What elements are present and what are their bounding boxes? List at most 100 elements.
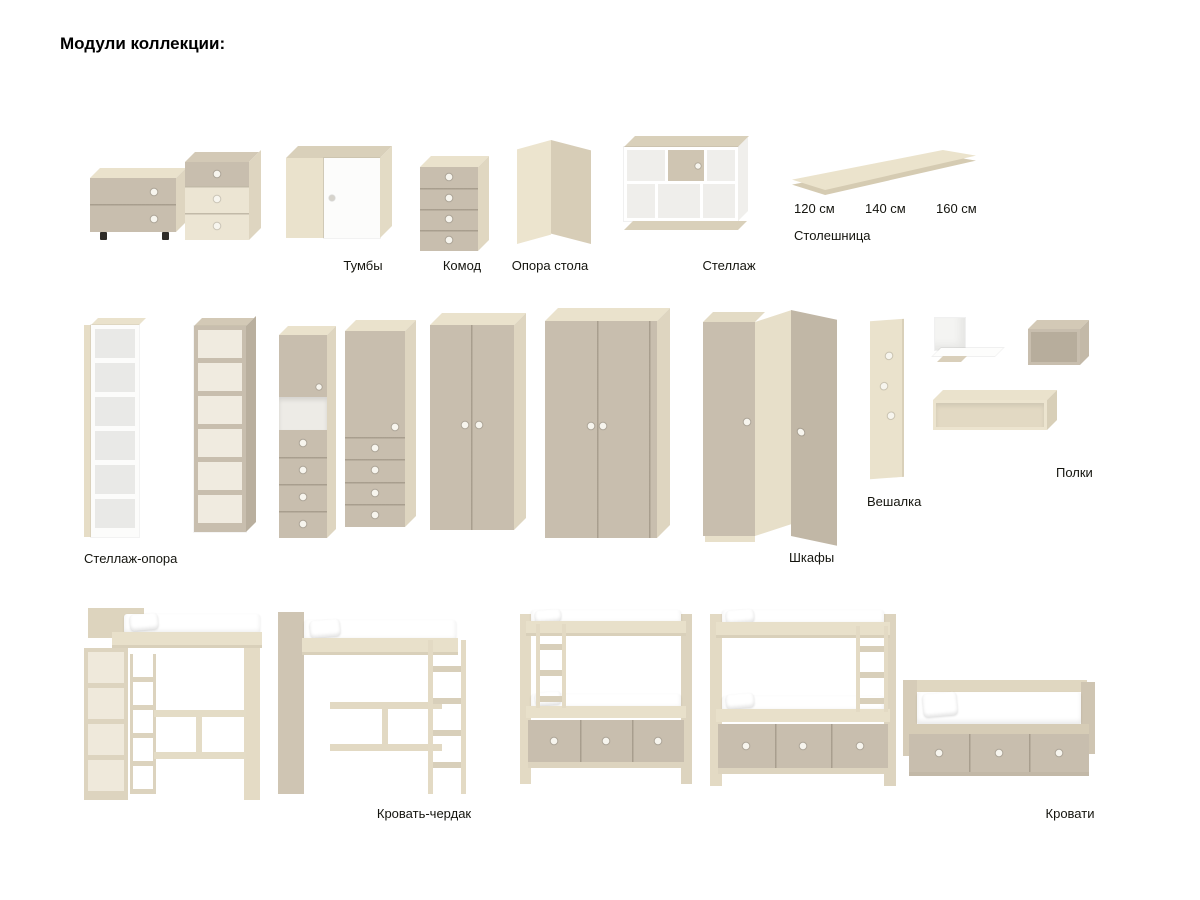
- open-box: [1028, 329, 1080, 365]
- pillow: [309, 618, 341, 639]
- compartment: [627, 184, 655, 218]
- upper-rail: [526, 621, 686, 636]
- loft-bed-with-ladder: [272, 610, 470, 796]
- label-shkafy: Шкафы: [789, 550, 835, 565]
- base-strip: [528, 762, 684, 768]
- label-stoleshnitsa: Столешница: [794, 228, 871, 243]
- compartment: [658, 184, 700, 218]
- base-strip: [705, 536, 755, 542]
- compartment-door: [668, 150, 704, 181]
- door-front: [279, 335, 327, 397]
- side-face: [1080, 320, 1089, 365]
- right-panel: [551, 140, 591, 244]
- tall-shelf-beige: [194, 316, 260, 536]
- underbed-drawers: [528, 720, 684, 762]
- tabletop-surface: [792, 150, 976, 190]
- ladder: [130, 654, 156, 794]
- wall-shelf-unit: [616, 128, 758, 240]
- page-title: Модули коллекции:: [60, 34, 226, 53]
- compartment: [703, 184, 735, 218]
- label-polki: Полки: [1056, 465, 1093, 480]
- bottom-face: [624, 221, 747, 230]
- bracket: [937, 356, 967, 362]
- caster-foot: [100, 232, 107, 240]
- label-stellazh-opora: Стеллаж-опора: [84, 551, 178, 566]
- shelf-board: [330, 744, 442, 751]
- shelf-tower: [84, 648, 128, 800]
- side-face: [246, 316, 256, 532]
- side-panel: [84, 325, 91, 537]
- label-veshalka: Вешалка: [867, 494, 922, 509]
- side-panel: [286, 158, 324, 238]
- pillow: [129, 612, 159, 632]
- single-bed-with-drawers: [903, 680, 1099, 794]
- drawer-front: [279, 430, 327, 538]
- nightstand-tall: [185, 142, 277, 242]
- side-face: [657, 308, 670, 538]
- top-face: [624, 136, 749, 147]
- angled-door-front: [791, 310, 837, 546]
- shelf-compartments: [194, 326, 246, 532]
- tabletop-size-120: 120 см: [794, 201, 835, 216]
- label-krovat-cherdak: Кровать-чердак: [376, 806, 472, 821]
- compartment: [707, 150, 735, 181]
- bunk-bed-ladder-right: [708, 608, 898, 792]
- headboard-panel: [278, 612, 304, 794]
- panel-with-knobs: [870, 318, 904, 480]
- tabletop-size-140: 140 см: [865, 201, 906, 216]
- shelf-slab: [933, 348, 1003, 356]
- side-face: [327, 326, 336, 538]
- hanger-panel: [866, 318, 914, 488]
- underbed-drawers: [718, 724, 888, 768]
- side-face: [478, 156, 489, 251]
- label-stellazh: Стеллаж: [702, 258, 756, 273]
- ladder: [428, 640, 466, 794]
- corner-panel: [755, 310, 791, 536]
- bed-frame: [909, 724, 1089, 734]
- top-face: [933, 390, 1057, 400]
- label-krovati: Кровати: [1045, 806, 1095, 821]
- side-face: [405, 320, 416, 527]
- shelf-compartments: [91, 325, 139, 537]
- top-face: [194, 318, 254, 326]
- shelf-board: [330, 702, 442, 709]
- drawer-front: [420, 167, 478, 251]
- shelf-body: [624, 147, 738, 221]
- shelf-divider: [196, 717, 202, 752]
- door-front: [324, 158, 380, 238]
- label-opora-stola: Опора стола: [511, 258, 589, 273]
- side-face: [380, 146, 392, 238]
- top-face: [286, 146, 392, 158]
- base-strip: [909, 772, 1089, 776]
- upper-rail: [716, 622, 890, 638]
- pillow: [922, 691, 958, 718]
- leg-panel: [244, 648, 260, 800]
- side-face: [249, 150, 261, 240]
- wardrobe-three-door: [545, 308, 679, 540]
- bed-post: [681, 614, 692, 784]
- top-face: [545, 308, 670, 321]
- corner-wardrobe: [703, 310, 845, 548]
- door-front: [703, 322, 755, 536]
- drawer-front: [90, 178, 176, 232]
- shelf-board: [154, 710, 246, 717]
- top-face: [430, 313, 526, 325]
- shelf-divider: [382, 709, 388, 744]
- nightstand-small: [88, 160, 192, 246]
- long-wall-shelf: [933, 386, 1073, 436]
- bed-rail: [112, 632, 262, 648]
- compartment: [627, 150, 665, 181]
- top-face: [90, 168, 186, 178]
- mattress: [124, 614, 260, 634]
- door-front: [430, 325, 514, 530]
- ladder: [536, 624, 566, 708]
- cabinet-door-drawers: [345, 320, 419, 530]
- side-face: [738, 137, 748, 221]
- bed-rail: [302, 638, 458, 655]
- back-panel: [935, 318, 965, 350]
- open-box: [933, 400, 1047, 430]
- drawer-front: [185, 162, 249, 240]
- open-niche: [279, 397, 327, 430]
- lower-mattress: [722, 696, 884, 713]
